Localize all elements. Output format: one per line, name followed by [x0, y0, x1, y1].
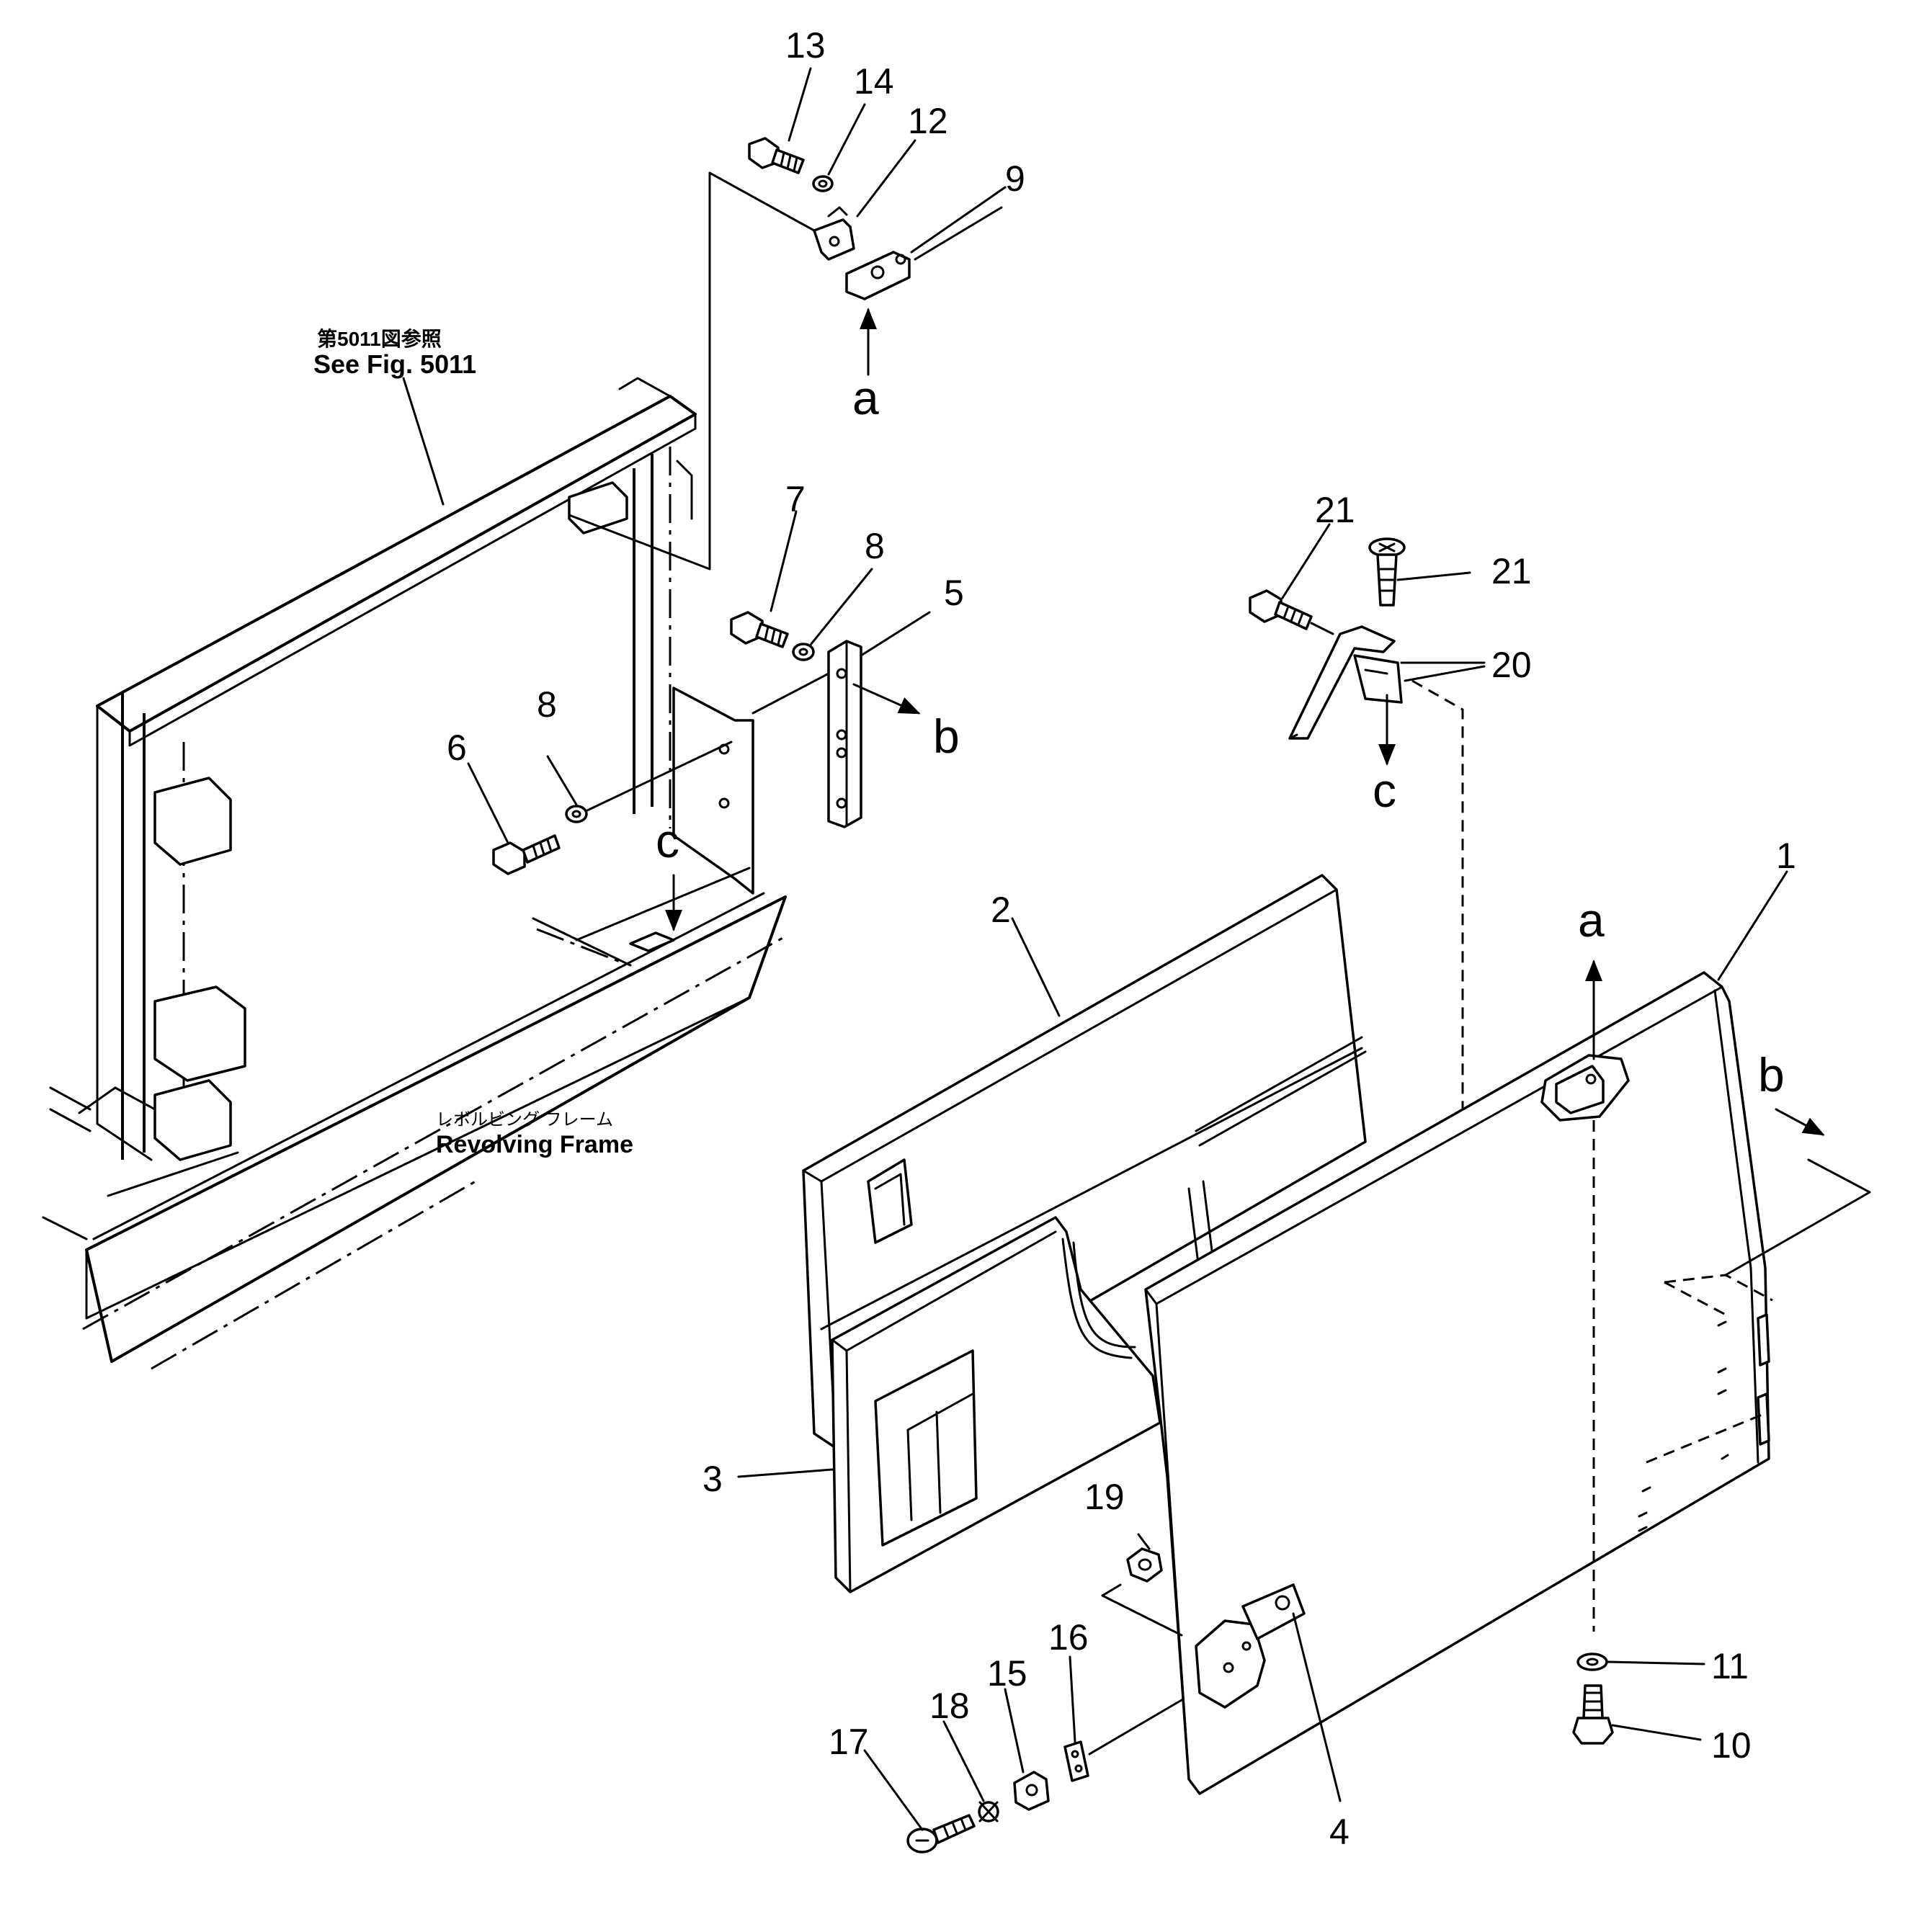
callout-6: 6 [447, 728, 467, 768]
nut-19-icon [1126, 1547, 1163, 1583]
view-label-b-door: b [1758, 1048, 1785, 1101]
callout-numbers: 13 14 12 9 7 8 5 8 6 21 21 20 1 2 3 19 1… [447, 25, 1796, 1852]
callout-21-left: 21 [1315, 490, 1355, 530]
view-label-c-frame: c [656, 814, 679, 867]
callout-8-lower: 8 [537, 684, 557, 725]
callout-12: 12 [908, 101, 948, 141]
bracket-12-icon [813, 218, 855, 261]
ref-note-jp: 第5011図参照 [317, 327, 442, 350]
bolt-6-icon [492, 834, 561, 875]
latch-parts [1249, 537, 1647, 1464]
callout-21-right: 21 [1491, 551, 1532, 591]
cover-panels-2-3 [802, 874, 1367, 1593]
latch-20-icon [1288, 625, 1403, 740]
callout-5: 5 [944, 573, 964, 613]
callout-19: 19 [1084, 1477, 1125, 1517]
revolving-frame-drawing [42, 377, 787, 1370]
callout-1: 1 [1776, 836, 1796, 876]
bolt-7-icon [730, 611, 789, 648]
hinge-parts-top [708, 137, 1003, 376]
callout-7: 7 [785, 479, 806, 519]
view-label-a-top: a [852, 371, 879, 424]
screw-17-icon [906, 1814, 976, 1853]
callout-2: 2 [991, 890, 1011, 930]
lockwasher-18-icon [978, 1801, 999, 1823]
hinge-plate-5-icon [827, 640, 862, 828]
callout-20: 20 [1491, 645, 1532, 685]
hinge-parts-middle [492, 611, 921, 931]
washer-8-lower-icon [565, 805, 588, 823]
view-arrow-labels: a b c c a b [656, 371, 1785, 1101]
screw-21-top-icon [1368, 537, 1406, 607]
callout-18: 18 [929, 1686, 970, 1726]
bolt-21-left-icon [1249, 589, 1313, 630]
callout-14: 14 [854, 61, 894, 102]
reference-notes: 第5011図参照 See Fig. 5011 レボルビング フレーム Revol… [313, 327, 633, 1158]
leader-lines [402, 67, 1788, 1831]
plate-16-icon [1063, 1740, 1089, 1782]
washer-14-icon [812, 175, 834, 192]
callout-17: 17 [829, 1722, 869, 1762]
bracket-4-icon [1241, 1583, 1306, 1640]
washer-8-upper-icon [792, 643, 815, 661]
frame-label-jp: レボルビング フレーム [436, 1110, 613, 1130]
callout-10: 10 [1711, 1725, 1752, 1766]
lower-fasteners [906, 1547, 1614, 1853]
callout-13: 13 [785, 25, 826, 66]
callout-9: 9 [1005, 158, 1025, 199]
washer-11-icon [1576, 1653, 1608, 1671]
view-label-b-bracket: b [933, 710, 960, 763]
hinge-block-9-icon [845, 251, 911, 300]
bolt-13-icon [748, 137, 805, 174]
callout-3: 3 [702, 1459, 723, 1499]
door-panel-1 [1144, 960, 1871, 1795]
callout-11: 11 [1711, 1646, 1749, 1686]
ref-note-en: See Fig. 5011 [313, 349, 476, 379]
clip-15-icon [1013, 1771, 1050, 1811]
callout-15: 15 [987, 1653, 1027, 1694]
view-label-a-door: a [1578, 893, 1605, 947]
callout-8-upper: 8 [865, 526, 885, 566]
view-label-c-latch: c [1373, 764, 1396, 817]
callout-4: 4 [1329, 1812, 1350, 1852]
bolt-10-icon [1572, 1684, 1614, 1745]
frame-label-en: Revolving Frame [436, 1131, 633, 1158]
callout-16: 16 [1048, 1617, 1089, 1658]
